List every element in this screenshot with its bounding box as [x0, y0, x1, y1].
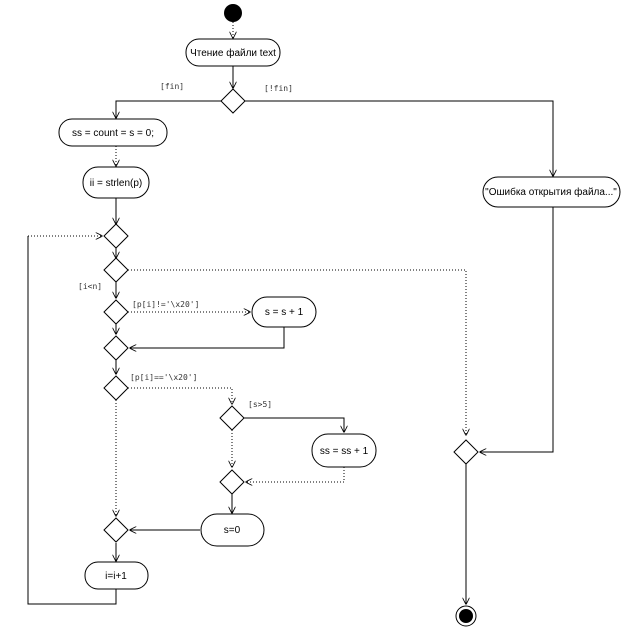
merge-after-ss-inc: [219, 469, 245, 495]
guard-fin: [fin]: [160, 82, 184, 91]
action-read-file-label: Чтение файли text: [190, 47, 276, 59]
action-error-label: "Ошибка открытия файла...": [485, 186, 617, 198]
merge-before-i-inc: [103, 517, 129, 543]
merge-final: [453, 439, 479, 465]
edge-to-ssinc: [244, 417, 344, 432]
edge-loop-exit: [128, 269, 466, 435]
initial-node: [224, 4, 242, 22]
decision-not-space: [103, 299, 129, 325]
action-ss-inc-label: ss = ss + 1: [320, 446, 369, 457]
edge-error-final-merge: [480, 207, 554, 452]
action-error: "Ошибка открытия файла...": [482, 176, 621, 208]
merge-loop-start: [103, 223, 129, 249]
decision-s-gt-5: [219, 405, 245, 431]
edge-notfin-branch: [245, 100, 553, 176]
action-strlen: ii = strlen(p): [82, 166, 150, 199]
action-s-zero: s=0: [200, 513, 265, 547]
action-read-file: Чтение файли text: [185, 38, 281, 67]
edges: [27, 22, 554, 605]
edge-ssinc-merge: [246, 467, 345, 482]
action-i-inc-label: i=i+1: [105, 571, 127, 582]
action-s-inc: s = s + 1: [251, 296, 317, 328]
action-init: ss = count = s = 0;: [58, 118, 168, 147]
merge-after-s-inc: [103, 335, 129, 361]
edge-fin-branch: [116, 100, 221, 118]
action-ss-inc: ss = ss + 1: [311, 433, 377, 468]
action-s-zero-label: s=0: [224, 525, 241, 536]
action-s-inc-label: s = s + 1: [265, 307, 304, 318]
guard-is-space: [p[i]=='\x20']: [130, 373, 197, 382]
decision-file-open: [220, 88, 246, 114]
guard-i-lt-n: [i<n]: [78, 282, 102, 291]
guard-not-fin: [!fin]: [264, 84, 293, 93]
guard-s-gt-5: [s>5]: [248, 400, 272, 409]
decision-is-space: [103, 375, 129, 401]
action-init-label: ss = count = s = 0;: [72, 128, 154, 139]
decision-loop-condition: [103, 257, 129, 283]
final-node: [455, 605, 477, 627]
edge-loop-back-left: [27, 236, 117, 605]
action-strlen-label: ii = strlen(p): [90, 178, 143, 189]
guard-not-space: [p[i]!='\x20']: [132, 300, 199, 309]
action-i-inc: i=i+1: [84, 561, 149, 590]
edge-sinc-merge: [130, 327, 285, 348]
edge-to-s5: [128, 387, 232, 404]
